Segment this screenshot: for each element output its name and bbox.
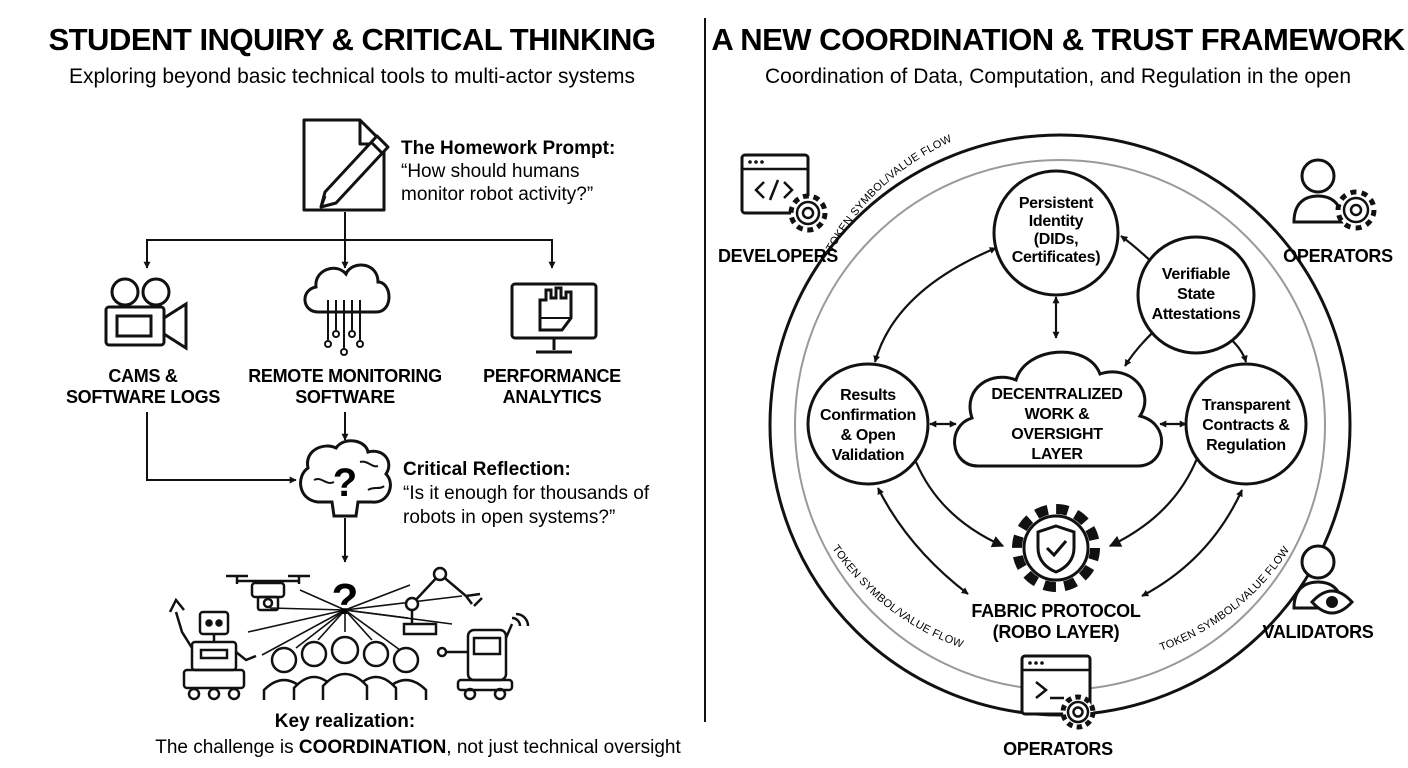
brain-question-icon: ? [299, 439, 392, 518]
right-subtitle: Coordination of Data, Computation, and R… [765, 65, 1351, 88]
code-window-gear-icon [740, 153, 828, 233]
actor-operators-top: OPERATORS [1283, 246, 1393, 266]
svg-text:Confirmation: Confirmation [820, 407, 916, 424]
rays [247, 584, 463, 656]
video-camera-icon [104, 277, 188, 351]
protocol-label-1: FABRIC PROTOCOL [971, 601, 1140, 621]
tool-label-cams-2: SOFTWARE LOGS [66, 387, 220, 407]
right-title: A NEW COORDINATION & TRUST FRAMEWORK [711, 22, 1405, 57]
prompt-line-2: monitor robot activity?” [401, 184, 593, 205]
tool-label-remote-2: SOFTWARE [295, 387, 395, 407]
branch-arrows [143, 212, 556, 269]
reflection-heading: Critical Reflection: [403, 459, 571, 480]
left-title: STUDENT INQUIRY & CRITICAL THINKING [48, 22, 655, 57]
svg-text:Contracts &: Contracts & [1202, 417, 1290, 434]
user-gear-icon [1292, 158, 1377, 231]
center-cloud: DECENTRALIZED WORK & OVERSIGHT LAYER [953, 350, 1164, 468]
service-robot-icon [168, 597, 257, 701]
left-panel: STUDENT INQUIRY & CRITICAL THINKING Expl… [48, 22, 681, 758]
realization-text: The challenge is COORDINATION, not just … [155, 737, 681, 758]
svg-text:Certificates): Certificates) [1012, 249, 1101, 266]
realization-heading: Key realization: [275, 711, 415, 732]
svg-text:OVERSIGHT: OVERSIGHT [1011, 426, 1103, 443]
monitor-robot-hand-icon [510, 282, 598, 354]
tool-label-perf-1: PERFORMANCE [483, 366, 621, 386]
svg-text:Attestations: Attestations [1152, 306, 1241, 323]
node-identity: Persistent Identity (DIDs, Certificates) [992, 169, 1120, 297]
svg-text:Persistent: Persistent [1019, 195, 1094, 212]
actor-operators-bottom: OPERATORS [1003, 739, 1113, 759]
actor-validators: VALIDATORS [1262, 622, 1373, 642]
svg-text:Results: Results [840, 387, 896, 404]
svg-text:Identity: Identity [1029, 213, 1084, 230]
delivery-robot-icon [436, 612, 530, 701]
reflection-line-2: robots in open systems?” [403, 507, 615, 528]
ring-label-top: TOKEN SYMBOL/VALUE FLOW [824, 133, 954, 254]
right-panel: A NEW COORDINATION & TRUST FRAMEWORK Coo… [711, 22, 1406, 759]
left-subtitle: Exploring beyond basic technical tools t… [69, 65, 635, 88]
crowd-scene: ? [168, 566, 530, 701]
tool-label-remote-1: REMOTE MONITORING [248, 366, 442, 386]
robotic-arm-icon [402, 566, 483, 636]
svg-text:WORK &: WORK & [1025, 406, 1091, 423]
drone-icon [226, 574, 310, 612]
user-eye-icon [1292, 544, 1355, 615]
svg-text:Transparent: Transparent [1202, 397, 1291, 414]
document-pencil-icon [302, 118, 390, 212]
actor-developers: DEVELOPERS [718, 246, 838, 266]
gear-shield-icon [1012, 504, 1100, 592]
svg-text:Validation: Validation [832, 447, 905, 464]
node-contracts: Transparent Contracts & Regulation [1184, 362, 1308, 486]
cloud-circuit-icon [303, 263, 391, 356]
svg-text:DECENTRALIZED: DECENTRALIZED [991, 386, 1122, 403]
people-group-icon [262, 635, 428, 700]
node-attestations: Verifiable State Attestations [1136, 235, 1256, 355]
protocol-label-2: (ROBO LAYER) [993, 622, 1120, 642]
tool-label-perf-2: ANALYTICS [503, 387, 602, 407]
svg-text:& Open: & Open [840, 427, 895, 444]
svg-text:Regulation: Regulation [1206, 437, 1286, 454]
prompt-heading: The Homework Prompt: [401, 138, 615, 159]
svg-text:(DIDs,: (DIDs, [1034, 231, 1078, 248]
crowd-question-mark: ? [332, 575, 359, 624]
svg-text:State: State [1177, 286, 1215, 303]
svg-text:Verifiable: Verifiable [1162, 266, 1231, 283]
tool-label-cams-1: CAMS & [108, 366, 177, 386]
reflection-line-1: “Is it enough for thousands of [403, 483, 650, 504]
svg-text:?: ? [333, 461, 357, 505]
node-results: Results Confirmation & Open Validation [806, 362, 930, 486]
svg-text:LAYER: LAYER [1031, 446, 1083, 463]
reflection-arrows [146, 412, 349, 563]
prompt-line-1: “How should humans [401, 161, 579, 182]
terminal-window-gear-icon [1020, 654, 1096, 730]
